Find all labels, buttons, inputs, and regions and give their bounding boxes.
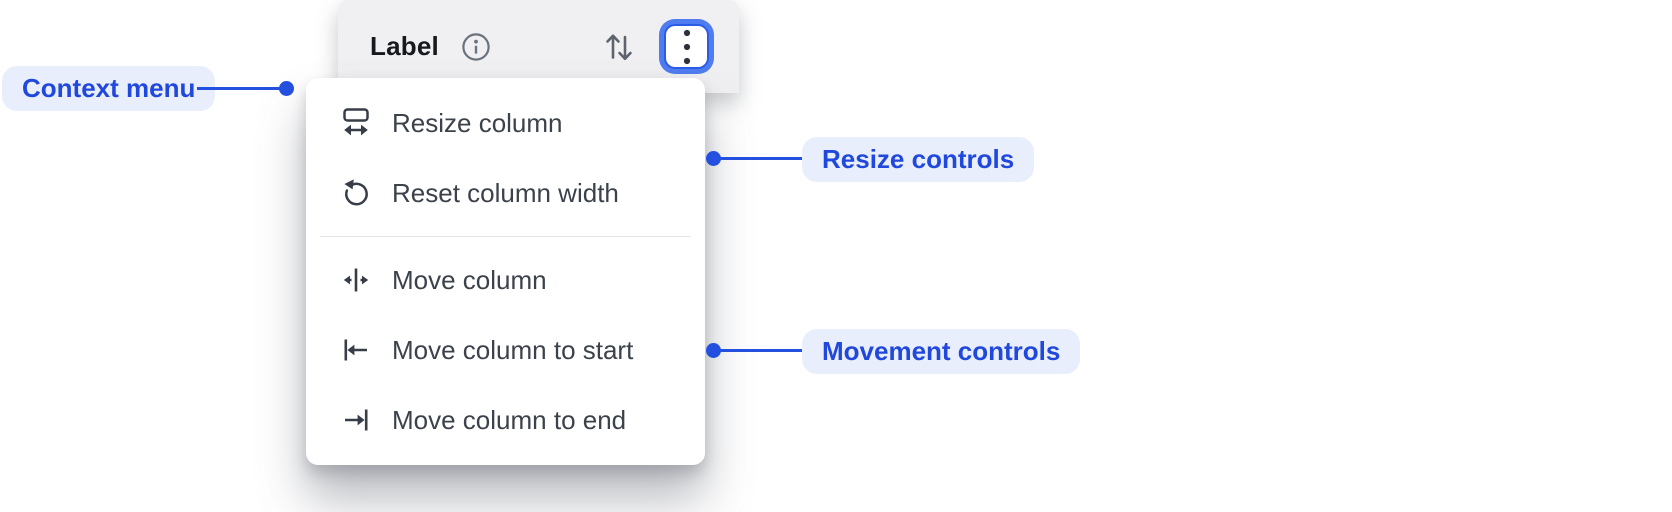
menu-item-label: Move column xyxy=(392,264,547,295)
resize-column-icon xyxy=(340,107,372,139)
move-column-start-icon xyxy=(340,335,372,365)
move-column-end-icon xyxy=(340,405,372,435)
annotation-connector-movement-controls xyxy=(714,349,804,352)
menu-item-move-column-to-start[interactable]: Move column to start xyxy=(306,315,705,385)
column-title: Label xyxy=(370,31,439,61)
menu-item-resize-column[interactable]: Resize column xyxy=(306,88,705,158)
annotation-dot-movement-controls xyxy=(706,343,721,358)
annotation-movement-controls: Movement controls xyxy=(802,329,1081,374)
menu-item-move-column-to-end[interactable]: Move column to end xyxy=(306,385,705,455)
column-menu-button[interactable] xyxy=(664,24,709,69)
menu-item-label: Move column to start xyxy=(392,334,634,365)
sort-icon[interactable] xyxy=(603,29,635,65)
annotation-context-menu: Context menu xyxy=(2,66,216,111)
annotation-resize-controls: Resize controls xyxy=(802,137,1035,182)
annotation-dot-context-menu xyxy=(279,81,294,96)
menu-item-label: Reset column width xyxy=(392,177,619,208)
menu-item-move-column[interactable]: Move column xyxy=(306,245,705,315)
menu-item-reset-column-width[interactable]: Reset column width xyxy=(306,158,705,228)
menu-divider xyxy=(320,236,691,237)
menu-item-label: Move column to end xyxy=(392,404,627,435)
vertical-dots-icon xyxy=(683,28,691,66)
annotation-dot-resize-controls xyxy=(706,151,721,166)
menu-item-label: Resize column xyxy=(392,107,563,138)
column-context-menu: Resize column Reset column width xyxy=(306,78,705,465)
move-column-icon xyxy=(340,265,372,295)
annotation-connector-context-menu xyxy=(197,87,286,90)
column-header: Label xyxy=(338,0,739,93)
info-icon[interactable] xyxy=(461,32,491,62)
annotation-connector-resize-controls xyxy=(714,157,804,160)
reset-column-width-icon xyxy=(340,177,372,209)
